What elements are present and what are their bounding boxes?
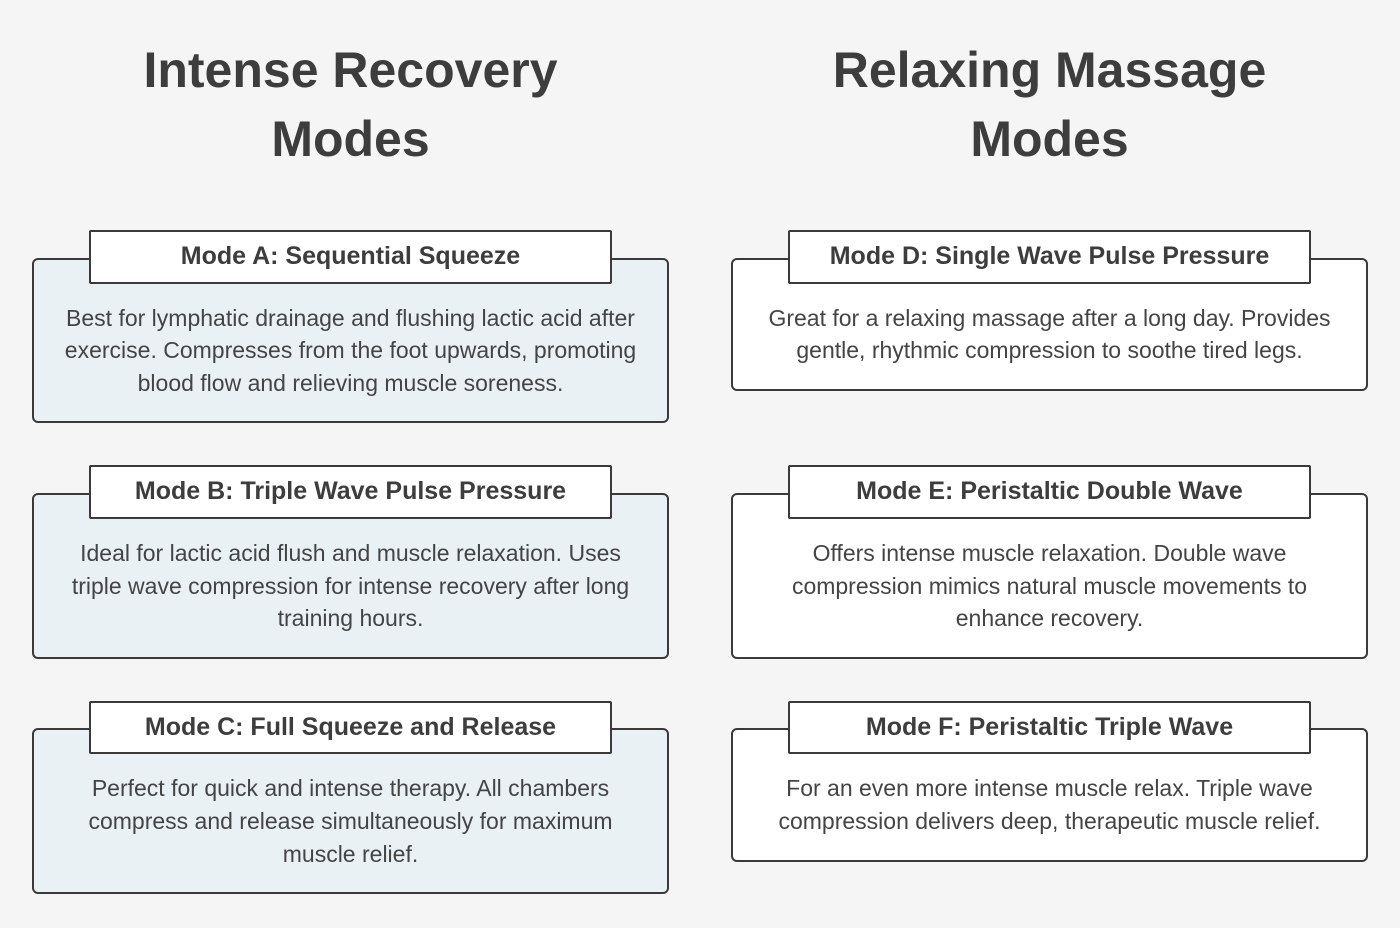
- mode-card-c: Mode C: Full Squeeze and Release Perfect…: [32, 700, 669, 895]
- mode-d-title: Mode D: Single Wave Pulse Pressure: [829, 242, 1270, 270]
- mode-a-description-box: Best for lymphatic drainage and flushing…: [32, 257, 669, 424]
- mode-a-title-box: Mode A: Sequential Squeeze: [89, 230, 612, 284]
- mode-d-title-box: Mode D: Single Wave Pulse Pressure: [788, 230, 1311, 284]
- mode-e-description-box: Offers intense muscle relaxation. Double…: [731, 492, 1368, 659]
- mode-e-title: Mode E: Peristaltic Double Wave: [856, 477, 1243, 506]
- mode-card-a: Mode A: Sequential Squeeze Best for lymp…: [32, 230, 669, 424]
- mode-c-title: Mode C: Full Squeeze and Release: [144, 712, 557, 741]
- mode-card-b: Mode B: Triple Wave Pulse Pressure Ideal…: [32, 465, 669, 659]
- mode-b-description-box: Ideal for lactic acid flush and muscle r…: [32, 492, 669, 659]
- mode-a-title: Mode A: Sequential Squeeze: [180, 242, 521, 270]
- column-headings: Intense Recovery Modes Relaxing Massage …: [32, 30, 1368, 174]
- relaxing-massage-column-title: Relaxing Massage Modes: [832, 42, 1267, 167]
- mode-e-description: Offers intense muscle relaxation. Double…: [791, 539, 1308, 632]
- mode-c-title-box: Mode C: Full Squeeze and Release: [89, 700, 612, 755]
- mode-c-description: Perfect for quick and intense therapy. A…: [88, 775, 613, 867]
- intense-recovery-column-title: Intense Recovery Modes: [143, 42, 558, 167]
- mode-card-f: Mode F: Peristaltic Triple Wave For an e…: [731, 700, 1368, 862]
- mode-f-description: For an even more intense muscle relax. T…: [778, 775, 1321, 835]
- mode-c-description-box: Perfect for quick and intense therapy. A…: [32, 728, 669, 895]
- mode-d-description: Great for a relaxing massage after a lon…: [768, 304, 1331, 364]
- mode-a-description: Best for lymphatic drainage and flushing…: [64, 304, 637, 396]
- mode-cards-grid: Mode A: Sequential Squeeze Best for lymp…: [32, 230, 1368, 895]
- mode-b-title: Mode B: Triple Wave Pulse Pressure: [134, 477, 567, 506]
- mode-f-title: Mode F: Peristaltic Triple Wave: [865, 712, 1234, 741]
- mode-f-title-box: Mode F: Peristaltic Triple Wave: [788, 700, 1311, 755]
- mode-card-e: Mode E: Peristaltic Double Wave Offers i…: [731, 465, 1368, 659]
- mode-e-title-box: Mode E: Peristaltic Double Wave: [788, 465, 1311, 519]
- mode-b-title-box: Mode B: Triple Wave Pulse Pressure: [89, 465, 612, 519]
- mode-b-description: Ideal for lactic acid flush and muscle r…: [71, 539, 630, 632]
- mode-card-d: Mode D: Single Wave Pulse Pressure Great…: [731, 230, 1368, 391]
